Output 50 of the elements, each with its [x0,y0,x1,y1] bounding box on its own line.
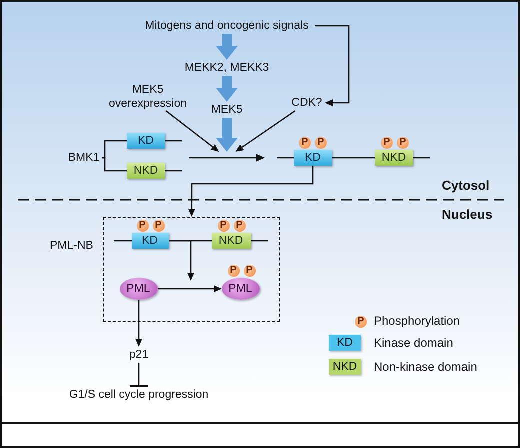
arrow [315,25,350,106]
phosphate-circle: P [381,137,393,149]
pml-ellipse: PML [120,278,158,300]
phosphate-circle: P [355,316,367,328]
pathway-label: MEK5 overexpression [104,83,192,111]
phosphate-circle: P [218,220,230,232]
arrow [158,286,222,292]
arrow [236,110,296,152]
non-kinase-domain-box: NKD [127,163,165,179]
non-kinase-domain-box: NKD [212,232,250,248]
pathway-label: MEKK2, MEKK3 [182,60,272,76]
connector-line [102,140,127,159]
block-arrow [216,118,238,152]
phosphate-circle: P [136,220,148,232]
block-arrow [216,76,238,102]
kinase-domain-box: KD [294,150,332,166]
phosphate-circle: P [315,137,327,149]
phosphate-circle: P [299,137,311,149]
pathway-label: p21 [125,347,153,363]
pathway-label: CDK? [289,95,325,111]
kinase-domain-box: KD [127,133,165,149]
arrow [166,110,220,152]
region-label: PML-NB [50,240,94,252]
legend-text: Phosphorylation [374,314,460,328]
swatch-label: NKD [332,361,358,373]
non-kinase-domain-box: NKD [375,150,413,166]
pathway-label: Mitogens and oncogenic signals [139,18,315,34]
compartment-label: Nucleus [442,207,493,222]
compartment-label: Cytosol [442,178,490,193]
phosphate-circle: P [244,264,256,276]
pathway-label: BMK1 [66,150,102,166]
connector-line [332,157,375,159]
pml-ellipse: PML [222,278,260,300]
arrow [188,166,314,217]
kinase-domain-box: KD [132,232,168,248]
inhibition-line [130,363,148,388]
phosphate-circle: P [152,220,164,232]
phosphate-circle: P [234,220,246,232]
phosphate-circle: P [228,264,240,276]
pathway-label: MEK5 [207,102,247,118]
legend-text: Non-kinase domain [374,360,478,374]
legend-text: Kinase domain [374,336,454,350]
pathway-label: G1/S cell cycle progression [62,387,216,403]
phosphate-circle: P [397,137,409,149]
reaction-arrow [189,152,265,164]
arrow [136,300,142,347]
swatch-label: KD [337,337,353,349]
block-arrow [216,34,238,60]
connector-line [169,240,212,242]
connector-line [102,157,127,172]
